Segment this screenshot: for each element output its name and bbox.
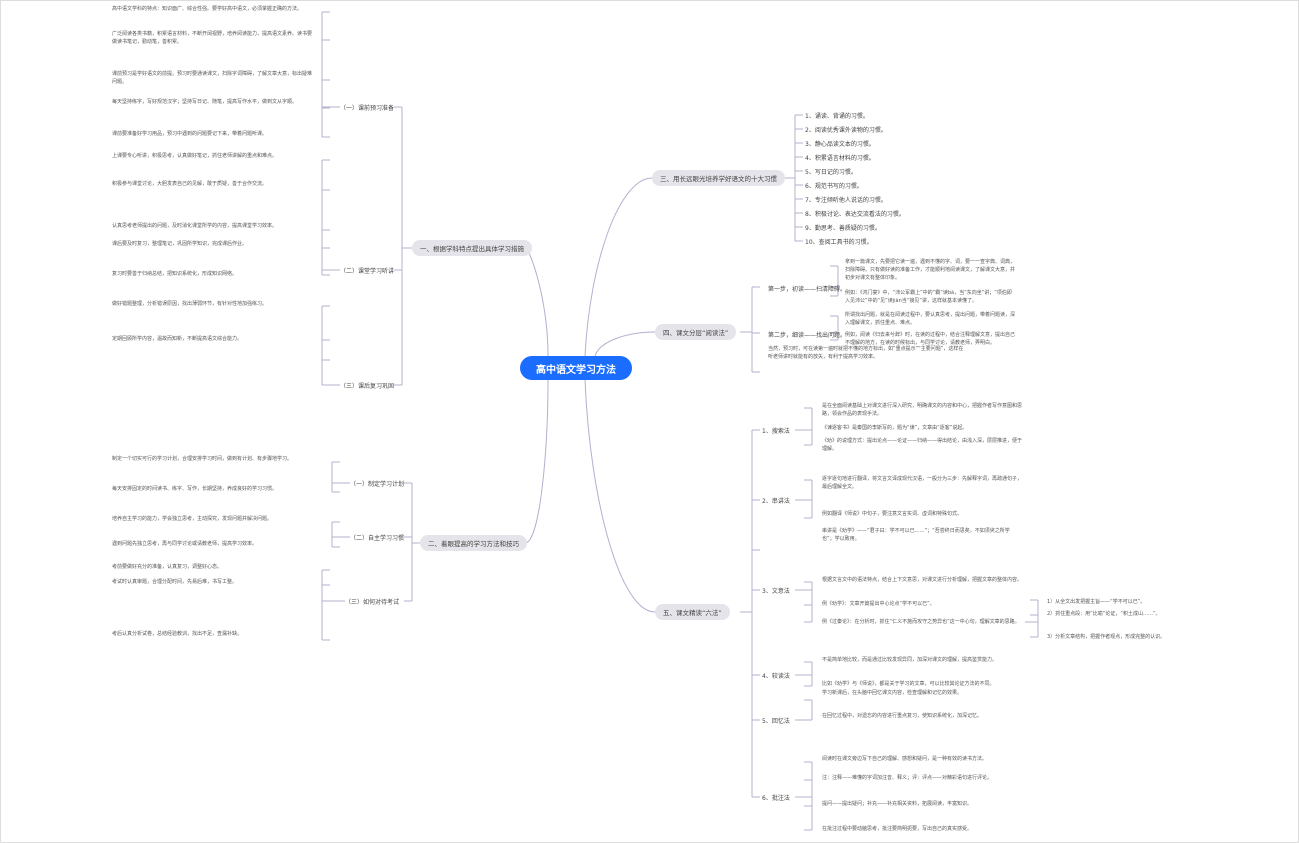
sub-branch[interactable]: （二）课堂学习听讲 xyxy=(340,268,395,275)
sub-branch[interactable]: （三）如何对待考试 xyxy=(345,599,400,606)
branch-4[interactable]: 四、课文分层“阅读法” xyxy=(655,324,737,340)
leaf-text: 注：注释——难懂的字词加注音、释义；评：评点——对精彩语句进行评论。 xyxy=(822,775,993,781)
leaf-text: 考后认真分析试卷，总结经验教训，找出不足，查漏补缺。 xyxy=(112,631,243,637)
habit-item[interactable]: 10、查阅工具书的习惯。 xyxy=(805,239,873,246)
method-3[interactable]: 3、文意法 xyxy=(762,588,790,595)
method-4[interactable]: 4、较读法 xyxy=(762,673,790,680)
leaf-text: 例《劝学》：文章开篇提出中心论点“学不可以已”。 xyxy=(822,601,935,607)
leaf-text: 复习时要善于归纳总结，把知识系统化，形成知识网络。 xyxy=(112,271,238,277)
leaf-text: 《谏逐客书》是秦国的李斯写的，题为“谏”，文章由“逐客”说起。 xyxy=(822,425,968,431)
leaf-text: 例《过秦论》：在分析时，抓住“仁义不施而攻守之势异也”这一中心句，理解文章的思路… xyxy=(822,619,1020,625)
habit-item[interactable]: 2、阅读优秀课外读物的习惯。 xyxy=(805,127,887,134)
branch-3[interactable]: 三、用长远眼光培养学好语文的十大习惯 xyxy=(652,170,785,186)
leaf-text: 课前预习是学好语文的前提。预习时要通读课文，扫除字词障碍，了解文章大意，标出疑难… xyxy=(112,71,313,85)
habit-item[interactable]: 3、静心品读文本的习惯。 xyxy=(805,141,875,148)
habit-item[interactable]: 6、规范书写的习惯。 xyxy=(805,183,863,190)
branch-2[interactable]: 二、着眼提高的学习方法和技巧 xyxy=(420,535,527,551)
step-1[interactable]: 第一步，初读——扫清障碍。 xyxy=(768,286,847,293)
leaf-text: 上课要专心听讲，积极思考，认真做好笔记，抓住老师讲解的重点和难点。 xyxy=(112,153,278,159)
leaf-text: 培养自主学习的能力，学会独立思考，主动探究，发现问题并解决问题。 xyxy=(112,516,273,522)
leaf-text: 遇到问题先独立思考，再与同学讨论或请教老师，提高学习效率。 xyxy=(112,541,258,547)
habit-item[interactable]: 9、勤思考、善质疑的习惯。 xyxy=(805,225,881,232)
leaf-text: 根据文言文中的语法特点，结合上下文意思，对课文进行分析理解，把握文章的整体内容。 xyxy=(822,577,1023,583)
leaf-text: 认真思考老师提出的问题，及时消化课堂所学的内容，提高课堂学习效率。 xyxy=(112,223,278,229)
connector xyxy=(524,247,549,357)
connector xyxy=(524,379,549,544)
leaf-text: 定期回顾所学内容，温故而知新，不断提高语文综合能力。 xyxy=(112,336,243,342)
connector xyxy=(584,379,656,613)
leaf-text: 所谓找出问题，就是在阅读过程中，要认真思考，提出问题，带着问题读，深入理解课文，… xyxy=(845,312,1016,326)
leaf-text: 串讲是《劝学》——“君子曰：学不可以已……”；“吾尝终日而思矣，不如须臾之所学也… xyxy=(822,528,1010,542)
leaf-text: 不是简单地比较，而是通过比较发现异同，加深对课文的理解，提高鉴赏能力。 xyxy=(822,657,998,663)
leaf-text: 例如，阅读《归去来兮辞》时，在读的过程中，结合注释理解文意，提出自己不理解的地方… xyxy=(845,332,1016,346)
step-2[interactable]: 第二步，细读——找出问题。 xyxy=(768,332,847,339)
leaf-text: 学习新课后，在头脑中回忆课文内容，检查理解和记忆的效果。 xyxy=(822,690,963,696)
leaf-text: 制定一个切实可行的学习计划，合理安排学习时间，做到有计划、有步骤地学习。 xyxy=(112,456,293,462)
method-6[interactable]: 6、批注法 xyxy=(762,795,790,802)
leaf-text: 考试时认真审题，合理分配时间，先易后难，书写工整。 xyxy=(112,579,238,585)
leaf-text: 2）抓住重点段：用“比喻”论证，“积土成山……”。 xyxy=(1047,611,1161,617)
leaf-text: 1）从全文出发把握主旨——“学不可以已”。 xyxy=(1047,599,1146,605)
habit-item[interactable]: 7、专注倾听他人说话的习惯。 xyxy=(805,197,887,204)
leaf-text: 阅读时在课文旁边写下自己的理解、感想和疑问，是一种有效的读书方法。 xyxy=(822,756,988,762)
leaf-text: 例如翻译《师说》中句子，要注意文言实词、虚词和特殊句式。 xyxy=(822,511,963,517)
leaf-text: 比如《劝学》与《师说》，都是关于学习的文章，可以比较其论证方法的不同。 xyxy=(822,681,995,687)
connector xyxy=(594,331,656,357)
sub-branch[interactable]: （一）制定学习计划 xyxy=(350,481,405,488)
leaf-text: 在回忆过程中，对遗忘的内容进行重点复习，使知识系统化，加深记忆。 xyxy=(822,713,983,719)
leaf-text: 广泛阅读各类书籍，积累语言材料，不断开阔视野，培养阅读能力，提高语文素养。读书要… xyxy=(112,31,313,45)
leaf-text: 是在全面阅读基础上对课文进行深入研究，明确课文的内容和中心，把握作者写作意图和思… xyxy=(822,403,1023,417)
leaf-text: 在批注过程中要动脑思考，批注要简明扼要，写出自己的真实感受。 xyxy=(822,826,973,832)
leaf-text: 课前要准备好学习用品，预习中遇到的问题要记下来，带着问题听课。 xyxy=(112,131,268,137)
leaf-text: 考前要做好充分的准备，认真复习，调整好心态。 xyxy=(112,564,223,570)
central-topic[interactable]: 高中语文学习方法 xyxy=(520,356,632,380)
sub-branch[interactable]: （二）自主学习习惯 xyxy=(350,535,405,542)
leaf-text: 做好错题整理，分析错误原因，找出薄弱环节，有针对性地加强练习。 xyxy=(112,301,268,307)
habit-item[interactable]: 5、写日记的习惯。 xyxy=(805,169,857,176)
habit-item[interactable]: 4、积累语言材料的习惯。 xyxy=(805,155,875,162)
leaf-text: 当然，预习时，可在读第一遍时就把不懂的地方标出，如“重点提示”“主要问题”，这样… xyxy=(768,346,964,360)
sub-branch[interactable]: （三）课后复习巩固 xyxy=(340,383,395,390)
leaf-text: 3）分析文章结构，把握作者观点，形成完整的认识。 xyxy=(1047,634,1166,640)
leaf-text: 课后要及时复习，整理笔记，巩固所学知识，完成课后作业。 xyxy=(112,241,248,247)
connector xyxy=(584,177,653,357)
leaf-text: 逐字逐句地进行翻译，将文言文译成现代汉语，一般分为三步：先解释字词，再疏通句子，… xyxy=(822,476,1023,490)
habit-item[interactable]: 1、诵读、背诵的习惯。 xyxy=(805,113,869,120)
method-2[interactable]: 2、串讲法 xyxy=(762,498,790,505)
leaf-text: 提问——提出疑问；补充——补充相关资料，拓展阅读，丰富知识。 xyxy=(822,801,973,807)
leaf-text: 例如：《鸿门宴》中，“沛公军霸上”中的“霸”读bà，当“东向坐”讲；“项伯即入见… xyxy=(845,290,1012,304)
leaf-text: 高中语文学科的特点：知识面广、综合性强。要学好高中语文，必须掌握正确的方法。 xyxy=(112,6,303,12)
leaf-text: 每天安排固定的时间读书、练字、写作，长期坚持，养成良好的学习习惯。 xyxy=(112,486,278,492)
leaf-text: 拿到一篇课文，先要把它读一遍，遇到不懂的字、词，要一一查字典、词典，扫除障碍。只… xyxy=(845,259,1016,281)
sub-branch[interactable]: （一）课前预习准备 xyxy=(340,105,395,112)
branch-1[interactable]: 一、根据学科特点提出具体学习措施 xyxy=(412,240,532,256)
leaf-text: 每天坚持练字，写好规范汉字；坚持写日记、随笔，提高写作水平，做到文从字顺。 xyxy=(112,99,298,105)
leaf-text: 《劝》的说理方式：提出论点——论证——归纳——得出结论，由浅入深，层层推进，便于… xyxy=(822,438,1023,452)
leaf-text: 积极参与课堂讨论，大胆发表自己的见解，敢于质疑，善于合作交流。 xyxy=(112,181,268,187)
method-1[interactable]: 1、搜索法 xyxy=(762,428,790,435)
habit-item[interactable]: 8、积极讨论、表达交流看法的习惯。 xyxy=(805,211,905,218)
branch-5[interactable]: 五、课文精读“六法” xyxy=(655,604,730,620)
method-5[interactable]: 5、回忆法 xyxy=(762,718,790,725)
